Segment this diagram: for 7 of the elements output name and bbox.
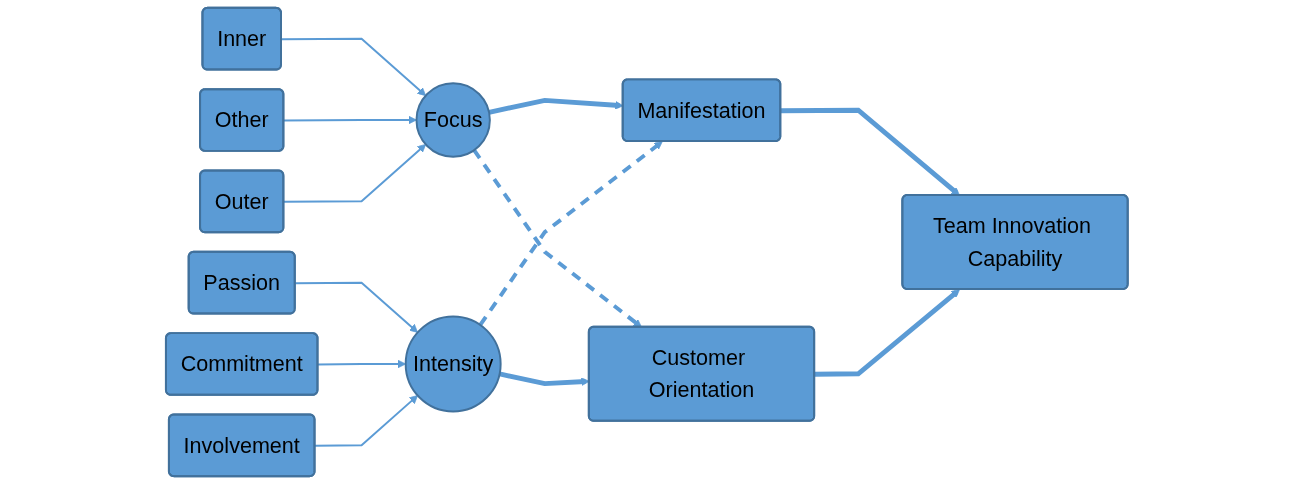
arrow [472, 149, 642, 328]
arrow [780, 107, 960, 196]
arrow [814, 289, 960, 377]
arrow [478, 141, 663, 327]
arrow [280, 37, 426, 97]
node-circle: Focus [415, 82, 491, 158]
node-circle: Intensity [404, 315, 502, 413]
